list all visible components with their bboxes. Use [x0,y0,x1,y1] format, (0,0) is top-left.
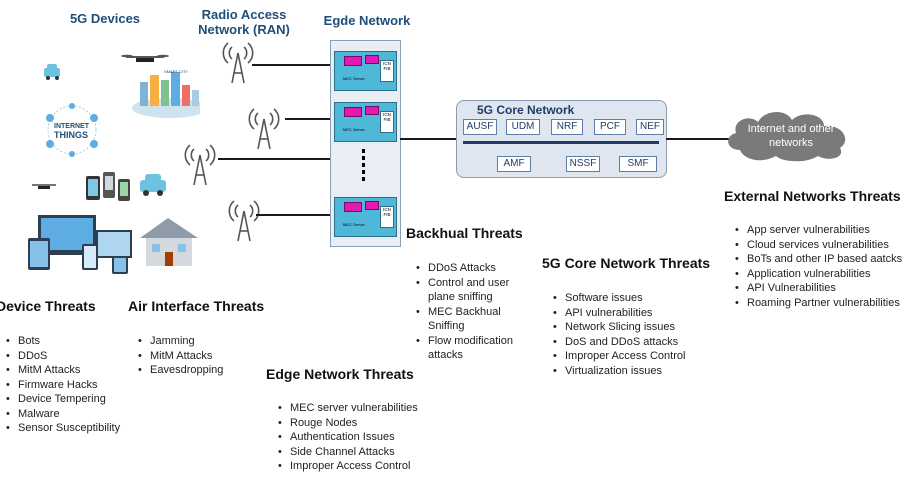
backhaul-threats-list: DDoS Attacks Control and user plane snif… [416,261,534,363]
nf-nef: NEF [636,119,664,135]
list-item: Improper Access Control [553,349,685,364]
devices-illustration: SMART CITY INTERNET THINGS [28,54,200,274]
car-icon [44,64,60,80]
ran-header: Radio Access Network (RAN) [198,7,290,37]
core-network-title: 5G Core Network [477,103,575,117]
radio-tower-icon [222,42,254,84]
svg-text:SMART CITY: SMART CITY [164,69,188,74]
list-item: Authentication Issues [278,430,418,445]
smart-home-illustration [140,218,198,266]
list-item: MitM Attacks [138,349,223,364]
ellipsis-dots [362,149,365,181]
phones-icon [86,172,130,201]
ran-edge-link-4 [256,214,331,216]
core-bus-line [463,141,659,144]
drone-icon [121,54,169,62]
list-item: Jamming [138,334,223,349]
edge-core-link [400,138,457,140]
list-item: Side Channel Attacks [278,445,418,460]
radio-tower-icon [184,144,216,186]
list-item: Software issues [553,291,685,306]
screens-illustration [28,215,132,274]
svg-text:THINGS: THINGS [54,130,88,140]
nf-nssf: NSSF [566,156,600,172]
internet-cloud-icon [728,111,846,162]
edge-threats-list: MEC server vulnerabilities Rouge Nodes A… [278,401,418,474]
list-item: Improper Access Control [278,459,418,474]
svg-text:INTERNET: INTERNET [54,123,90,130]
list-item: API Vulnerabilities [735,281,902,296]
air-threats-title: Air Interface Threats [128,298,265,314]
internet-label: Internet and other networks [747,123,835,149]
external-threats-list: App server vulnerabilities Cloud service… [735,223,902,310]
list-item: Sensor Susceptibility [6,421,120,436]
list-item: Roaming Partner vulnerabilities [735,296,902,311]
air-threats-list: Jamming MitM Attacks Eavesdropping [138,334,223,378]
radio-tower-icon [248,108,280,150]
list-item: MitM Attacks [6,363,120,378]
internet-of-things-illustration [46,103,98,157]
list-item: Virtualization issues [553,364,685,379]
edge-network-box: MEC Server ICN FIB MEC Server ICN FIB ME… [330,40,401,247]
list-item: Cloud services vulnerabilities [735,238,902,253]
list-item: MEC server vulnerabilities [278,401,418,416]
list-item: Application vulnerabilities [735,267,902,282]
list-item: Eavesdropping [138,363,223,378]
core-internet-link [666,138,730,140]
list-item: MEC Backhual Sniffing [416,305,534,334]
nf-amf: AMF [497,156,531,172]
small-drone-icon [32,184,56,189]
list-item: Control and user plane sniffing [416,276,534,305]
device-threats-title: Device Threats [0,298,96,314]
list-item: DDoS [6,349,120,364]
core-threats-list: Software issues API vulnerabilities Netw… [553,291,685,378]
ran-edge-link-1 [252,64,331,66]
smart-city-illustration [132,72,200,118]
backhaul-threats-title: Backhual Threats [406,225,523,241]
device-threats-list: Bots DDoS MitM Attacks Firmware Hacks De… [6,334,120,436]
edge-threats-title: Edge Network Threats [266,366,414,382]
mec-server: MEC Server ICN FIB [334,51,397,91]
list-item: Bots [6,334,120,349]
mec-server: MEC Server ICN FIB [334,102,397,142]
edge-header: Egde Network [323,13,411,28]
external-threats-title: External Networks Threats [724,188,901,204]
list-item: API vulnerabilities [553,306,685,321]
nf-udm: UDM [506,119,540,135]
list-item: Rouge Nodes [278,416,418,431]
list-item: App server vulnerabilities [735,223,902,238]
devices-header: 5G Devices [69,11,141,26]
nf-smf: SMF [619,156,657,172]
core-threats-title: 5G Core Network Threats [542,255,711,271]
connected-car-icon [140,174,166,196]
list-item: DDoS Attacks [416,261,534,276]
nf-pcf: PCF [594,119,626,135]
list-item: DoS and DDoS attacks [553,335,685,350]
nf-ausf: AUSF [463,119,497,135]
ran-towers [184,42,280,242]
list-item: Network Slicing issues [553,320,685,335]
list-item: Flow modification attacks [416,334,534,363]
nf-nrf: NRF [551,119,583,135]
list-item: Device Tempering [6,392,120,407]
core-network-box: 5G Core Network AUSF UDM NRF PCF NEF AMF… [456,100,667,178]
ran-edge-link-3 [218,158,331,160]
radio-tower-icon [228,200,260,242]
list-item: Malware [6,407,120,422]
ran-edge-link-2 [285,118,331,120]
mec-server: MEC Server ICN FIB [334,197,397,237]
list-item: BoTs and other IP based aatcks [735,252,902,267]
list-item: Firmware Hacks [6,378,120,393]
